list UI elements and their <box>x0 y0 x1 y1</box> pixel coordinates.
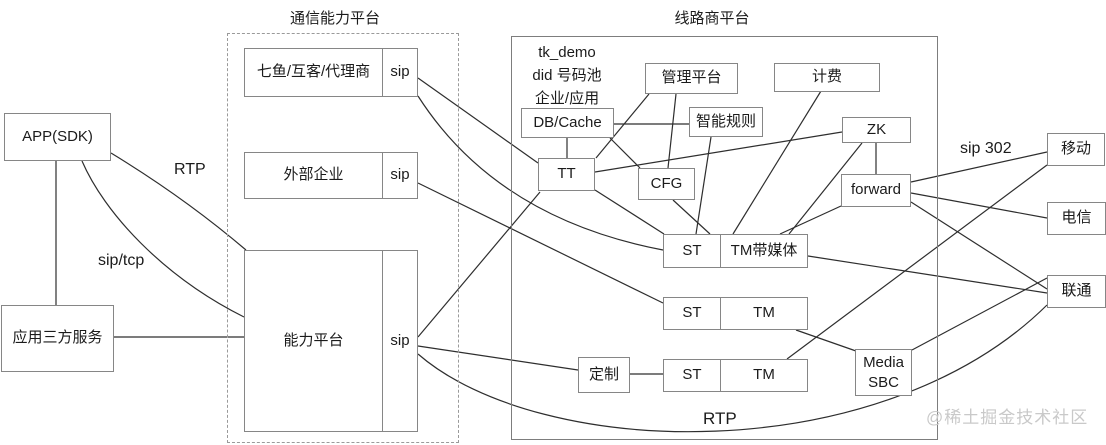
comm-platform-group <box>227 33 459 443</box>
edge-tt-zk <box>594 131 843 173</box>
edge-nenglisip-liantong-rtp <box>417 304 1048 433</box>
node-zk-label: ZK <box>866 120 887 138</box>
edge-forward-dianxin <box>910 192 1048 219</box>
edge-dbcache-cfg <box>609 137 641 169</box>
node-china-unicom: 联通 <box>1047 275 1106 308</box>
node-china-unicom-label: 联通 <box>1061 282 1092 300</box>
node-management-platform: 管理平台 <box>645 63 738 94</box>
node-third-party-service-label: 应用三方服务 <box>12 329 103 347</box>
node-china-telecom: 电信 <box>1047 202 1106 235</box>
node-media-sbc: Media SBC <box>855 349 912 396</box>
edge-st2-mediasbc <box>795 329 857 352</box>
node-st-tm-plain: ST TM <box>663 297 808 330</box>
node-media-sbc-line2: SBC <box>868 373 899 391</box>
node-cfg-label: CFG <box>650 174 683 192</box>
edge-cfg-st1 <box>672 199 711 235</box>
node-capability-platform-sip-port: sip <box>382 251 417 431</box>
edge-zhineng-st1 <box>695 136 712 235</box>
edge-tt-st1 <box>594 189 665 235</box>
node-forward: forward <box>841 174 911 207</box>
edge-label-sip-302: sip 302 <box>960 140 1012 157</box>
node-st-tm-media-tm-cell: TM带媒体 <box>730 241 798 259</box>
node-qiyu-huke-agent-label: 七鱼/互客/代理商 <box>256 63 371 81</box>
node-media-sbc-line1: Media <box>863 353 904 371</box>
node-st-tm-custom: ST TM <box>663 359 808 392</box>
carrier-note-line2: did 号码池 <box>532 67 602 84</box>
comm-platform-title: 通信能力平台 <box>289 10 380 27</box>
node-st-tm-custom-st-cell: ST <box>664 360 721 391</box>
node-st-tm-plain-st-cell: ST <box>664 298 721 329</box>
node-forward-label: forward <box>850 181 902 199</box>
node-db-cache: DB/Cache <box>521 108 614 138</box>
node-st-tm-custom-tm-cell: TM <box>753 366 775 384</box>
node-tt: TT <box>538 158 595 191</box>
node-st-tm-media-st-cell: ST <box>664 235 721 267</box>
node-capability-platform: 能力平台 sip <box>244 250 418 432</box>
node-media-sbc-label: Media SBC <box>863 353 904 393</box>
node-billing: 计费 <box>774 63 880 92</box>
node-db-cache-label: DB/Cache <box>533 113 602 131</box>
node-china-mobile-label: 移动 <box>1060 140 1091 158</box>
edge-mediasbc-liantong <box>911 277 1048 351</box>
edge-nenglisip-tt <box>417 191 541 338</box>
carrier-platform-group <box>511 36 938 440</box>
edge-guanli-tt <box>595 93 650 159</box>
edge-label-rtp-bottom: RTP <box>703 409 737 428</box>
edge-nenglisip-dingzhi <box>417 345 579 371</box>
node-tt-label: TT <box>557 165 576 183</box>
node-external-enterprise: 外部企业 sip <box>244 152 418 199</box>
node-external-enterprise-sip-port: sip <box>382 153 417 198</box>
edge-st3-yidong <box>786 164 1048 360</box>
carrier-note: tk_demo did 号码池 企业/应用 <box>511 41 623 110</box>
node-app-sdk-label: APP(SDK) <box>22 127 93 145</box>
node-smart-rules-label: 智能规则 <box>695 112 756 130</box>
watermark: @稀土掘金技术社区 <box>926 408 1089 427</box>
node-custom-label: 定制 <box>588 365 619 383</box>
edge-label-rtp-top: RTP <box>174 161 206 178</box>
carrier-note-line1: tk_demo <box>538 44 596 61</box>
carrier-platform-title: 线路商平台 <box>674 10 750 27</box>
node-qiyu-sip-port: sip <box>382 49 417 96</box>
edge-label-sip-tcp: sip/tcp <box>98 252 145 269</box>
edge-qiyusip-st1 <box>417 95 664 251</box>
node-china-mobile: 移动 <box>1047 133 1105 166</box>
node-custom: 定制 <box>578 357 630 393</box>
edge-st1-liantong <box>807 255 1048 294</box>
edge-zk-st1 <box>788 142 863 235</box>
edge-appsdk-nengli-rtp <box>110 152 247 251</box>
node-smart-rules: 智能规则 <box>689 107 763 137</box>
node-china-telecom-label: 电信 <box>1061 209 1092 227</box>
node-management-platform-label: 管理平台 <box>661 69 722 87</box>
edge-guanli-cfg <box>667 93 677 169</box>
edge-forward-liantong <box>910 201 1048 290</box>
node-st-tm-plain-tm-cell: TM <box>753 304 775 322</box>
node-external-enterprise-label: 外部企业 <box>283 166 344 184</box>
edge-forward-st1 <box>779 205 842 235</box>
node-capability-platform-label: 能力平台 <box>283 331 344 349</box>
node-qiyu-huke-agent: 七鱼/互客/代理商 sip <box>244 48 418 97</box>
node-billing-label: 计费 <box>811 68 842 86</box>
node-cfg: CFG <box>638 168 695 200</box>
node-zk: ZK <box>842 117 911 143</box>
node-app-sdk: APP(SDK) <box>4 113 111 161</box>
carrier-note-line3: 企业/应用 <box>534 90 600 107</box>
node-st-tm-media: ST TM带媒体 <box>663 234 808 268</box>
edge-forward-yidong <box>910 151 1048 183</box>
node-third-party-service: 应用三方服务 <box>1 305 114 372</box>
edge-appsdk-nengli-siptcp <box>81 160 245 318</box>
edge-qiyusip-tt <box>417 77 539 164</box>
edge-jifei-st1 <box>732 90 822 235</box>
